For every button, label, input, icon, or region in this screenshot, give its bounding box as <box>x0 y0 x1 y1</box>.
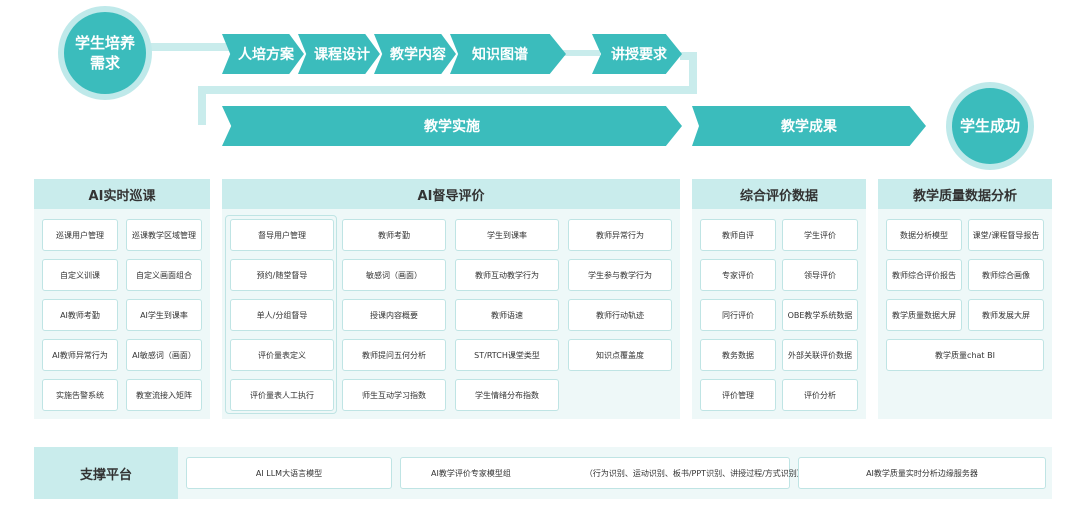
evaluation-item-6[interactable]: OBE教学系统数据 <box>782 299 858 331</box>
patrol-item-6[interactable]: AI学生到课率 <box>126 299 202 331</box>
step-label-5: 讲授要求 <box>611 47 667 63</box>
quality-item-4[interactable]: 教师综合画像 <box>968 259 1044 291</box>
start-circle-line2: 需求 <box>89 54 120 72</box>
evaluation-item-8[interactable]: 外部关联评价数据 <box>782 339 858 371</box>
patrol-item-7[interactable]: AI教师异常行为 <box>42 339 118 371</box>
supervision-c1-4[interactable]: 评价量表定义 <box>230 339 334 371</box>
supervision-c1-5[interactable]: 评价量表人工执行 <box>230 379 334 411</box>
evaluation-item-2[interactable]: 学生评价 <box>782 219 858 251</box>
patrol-item-5[interactable]: AI教师考勤 <box>42 299 118 331</box>
patrol-item-10[interactable]: 教室流接入矩阵 <box>126 379 202 411</box>
step-arrow-3: 教学内容 <box>374 34 456 74</box>
support-expert-name: AI教学评价专家模型组 <box>431 468 511 478</box>
outcome-arrow: 教学成果 <box>692 106 926 146</box>
panel-patrol: AI实时巡课 巡课用户管理 巡课教学区域管理 自定义训课 自定义画面组合 AI教… <box>34 179 210 419</box>
support-edge-server[interactable]: AI教学质量实时分析边缘服务器 <box>798 457 1046 489</box>
supervision-c3-5[interactable]: 学生情绪分布指数 <box>455 379 559 411</box>
step-arrow-2: 课程设计 <box>298 34 380 74</box>
evaluation-item-3[interactable]: 专家评价 <box>700 259 776 291</box>
panel-evaluation: 综合评价数据 教师自评 学生评价 专家评价 领导评价 同行评价 OBE教学系统数… <box>692 179 866 419</box>
supervision-c4-1[interactable]: 教师异常行为 <box>568 219 672 251</box>
supervision-c3-1[interactable]: 学生到课率 <box>455 219 559 251</box>
supervision-c2-1[interactable]: 教师考勤 <box>342 219 446 251</box>
step-label-4: 知识图谱 <box>472 47 528 63</box>
supervision-c3-2[interactable]: 教师互动教学行为 <box>455 259 559 291</box>
step-label-2: 课程设计 <box>314 47 370 63</box>
quality-item-2[interactable]: 课堂/课程督导报告 <box>968 219 1044 251</box>
start-circle: 学生培养需求 <box>64 12 146 94</box>
quality-item-3[interactable]: 教师综合评价报告 <box>886 259 962 291</box>
evaluation-item-7[interactable]: 教务数据 <box>700 339 776 371</box>
implementation-arrow: 教学实施 <box>222 106 682 146</box>
support-llm[interactable]: AI LLM大语言模型 <box>186 457 392 489</box>
patrol-item-9[interactable]: 实施告警系统 <box>42 379 118 411</box>
supervision-c1-3[interactable]: 单人/分组督导 <box>230 299 334 331</box>
panel-supervision-title: AI督导评价 <box>222 179 680 209</box>
supervision-group-outline <box>225 215 337 414</box>
panel-patrol-title: AI实时巡课 <box>34 179 210 209</box>
step-arrow-1: 人培方案 <box>222 34 304 74</box>
step-label-1: 人培方案 <box>238 47 294 63</box>
supervision-c2-2[interactable]: 敏感词（画面） <box>342 259 446 291</box>
patrol-item-8[interactable]: AI敏感词（画面） <box>126 339 202 371</box>
quality-item-6[interactable]: 教师发展大屏 <box>968 299 1044 331</box>
supervision-c4-3[interactable]: 教师行动轨迹 <box>568 299 672 331</box>
supervision-c2-4[interactable]: 教师提问五何分析 <box>342 339 446 371</box>
evaluation-item-10[interactable]: 评价分析 <box>782 379 858 411</box>
end-circle: 学生成功 <box>952 88 1028 164</box>
evaluation-item-9[interactable]: 评价管理 <box>700 379 776 411</box>
supervision-c1-1[interactable]: 督导用户管理 <box>230 219 334 251</box>
evaluation-item-4[interactable]: 领导评价 <box>782 259 858 291</box>
step-arrow-5: 讲授要求 <box>592 34 682 74</box>
quality-item-1[interactable]: 数据分析模型 <box>886 219 962 251</box>
evaluation-item-5[interactable]: 同行评价 <box>700 299 776 331</box>
supervision-c2-5[interactable]: 师生互动学习指数 <box>342 379 446 411</box>
support-expert-model[interactable]: AI教学评价专家模型组 （行为识别、运动识别、板书/PPT识别、讲授过程/方式识… <box>400 457 805 489</box>
connector-wrap <box>198 52 697 125</box>
evaluation-item-1[interactable]: 教师自评 <box>700 219 776 251</box>
support-platform-label: 支撑平台 <box>34 447 178 499</box>
panel-quality: 教学质量数据分析 数据分析模型 课堂/课程督导报告 教师综合评价报告 教师综合画… <box>878 179 1052 419</box>
supervision-c3-4[interactable]: ST/RTCH课堂类型 <box>455 339 559 371</box>
patrol-item-1[interactable]: 巡课用户管理 <box>42 219 118 251</box>
implementation-label: 教学实施 <box>424 119 480 135</box>
end-circle-label: 学生成功 <box>959 117 1020 135</box>
patrol-item-2[interactable]: 巡课教学区域管理 <box>126 219 202 251</box>
panel-quality-title: 教学质量数据分析 <box>878 179 1052 209</box>
start-circle-line1: 学生培养 <box>74 34 135 52</box>
quality-item-5[interactable]: 教学质量数据大屏 <box>886 299 962 331</box>
supervision-c4-2[interactable]: 学生参与教学行为 <box>568 259 672 291</box>
outcome-label: 教学成果 <box>781 119 837 135</box>
patrol-item-3[interactable]: 自定义训课 <box>42 259 118 291</box>
step-label-3: 教学内容 <box>390 47 446 63</box>
support-platform: 支撑平台 AI LLM大语言模型 AI教学评价专家模型组 （行为识别、运动识别、… <box>34 447 1052 499</box>
supervision-c1-2[interactable]: 预约/随堂督导 <box>230 259 334 291</box>
support-expert-detail: （行为识别、运动识别、板书/PPT识别、讲授过程/方式识别） <box>584 468 805 478</box>
panel-supervision: AI督导评价 督导用户管理 预约/随堂督导 单人/分组督导 评价量表定义 评价量… <box>222 179 680 419</box>
supervision-c4-4[interactable]: 知识点覆盖度 <box>568 339 672 371</box>
supervision-c3-3[interactable]: 教师语速 <box>455 299 559 331</box>
patrol-item-4[interactable]: 自定义画面组合 <box>126 259 202 291</box>
step-arrow-4: 知识图谱 <box>450 34 566 74</box>
supervision-c2-3[interactable]: 授课内容概要 <box>342 299 446 331</box>
quality-chat-bi[interactable]: 教学质量chat BI <box>886 339 1044 371</box>
panel-evaluation-title: 综合评价数据 <box>692 179 866 209</box>
